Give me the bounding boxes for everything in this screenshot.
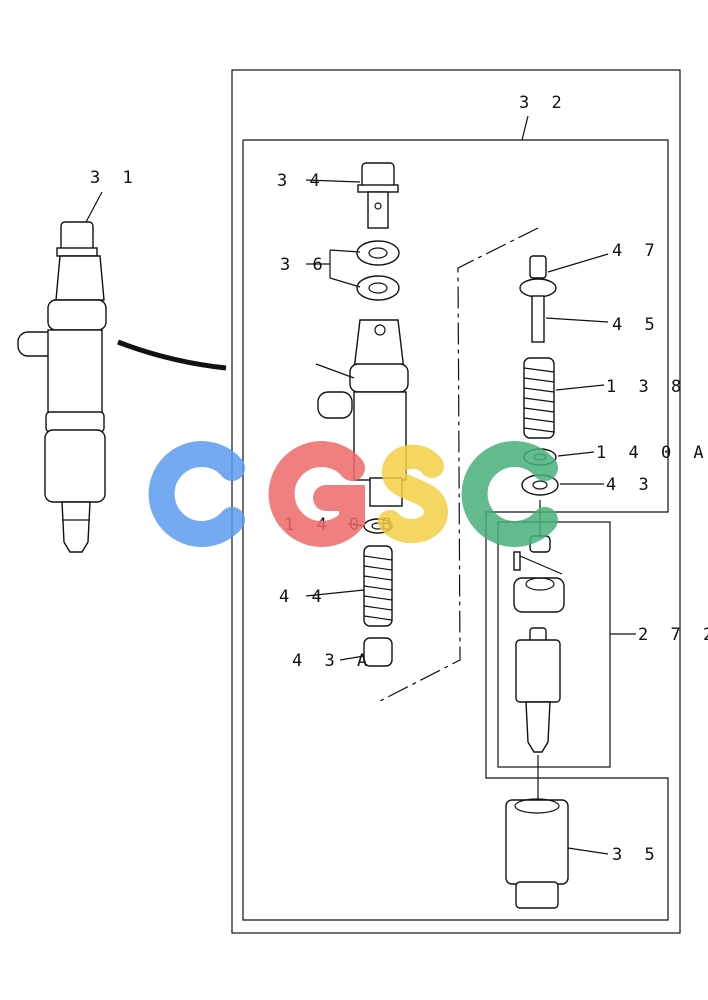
leader-31 (85, 191, 103, 223)
leader-44 (305, 589, 365, 597)
watermark-logo (148, 441, 558, 547)
part-36-washer-b (356, 275, 400, 301)
assembled-injector (17, 221, 107, 553)
outer-frame (231, 69, 681, 934)
leader-138 (555, 384, 605, 391)
part-35-nut (505, 798, 569, 909)
label-31: 3 1 (90, 168, 139, 188)
leader-36 (306, 249, 361, 288)
part-272-nozzle-assembly (513, 535, 565, 753)
label-36: 3 6 (280, 255, 329, 275)
leader-47 (547, 253, 609, 273)
watermark-letter-c2 (461, 441, 558, 547)
label-45: 4 5 (612, 315, 661, 335)
assembly-guide-line (377, 227, 539, 703)
part-34-bolt (357, 162, 399, 229)
watermark-letter-g (268, 441, 365, 547)
leader-34 (305, 179, 361, 183)
part-138-spring (523, 357, 555, 439)
part-47-push-rod (519, 255, 557, 343)
label-32: 3 2 (519, 93, 568, 113)
label-138: 1 3 8 (606, 377, 687, 397)
label-43: 4 3 (606, 475, 655, 495)
watermark-letter-s (378, 444, 449, 543)
part-36-washer-a (356, 240, 400, 266)
leader-45 (545, 317, 609, 323)
label-34: 3 4 (277, 171, 326, 191)
connector-curve (117, 339, 227, 371)
part-43A-seat (363, 637, 393, 667)
leader-35 (567, 847, 609, 855)
leader-140A (557, 451, 595, 457)
label-35: 3 5 (612, 845, 661, 865)
watermark-letter-c1 (148, 441, 245, 547)
leader-body (315, 363, 355, 379)
label-272: 2 7 2 (638, 625, 708, 645)
label-44: 4 4 (279, 587, 328, 607)
label-140A: 1 4 0 A (596, 443, 708, 463)
leader-43A (339, 655, 365, 661)
label-47: 4 7 (612, 241, 661, 261)
leader-32 (521, 115, 529, 141)
part-44-spring (363, 545, 393, 627)
inner-frame (242, 139, 669, 921)
label-43A: 4 3 A (292, 651, 373, 671)
